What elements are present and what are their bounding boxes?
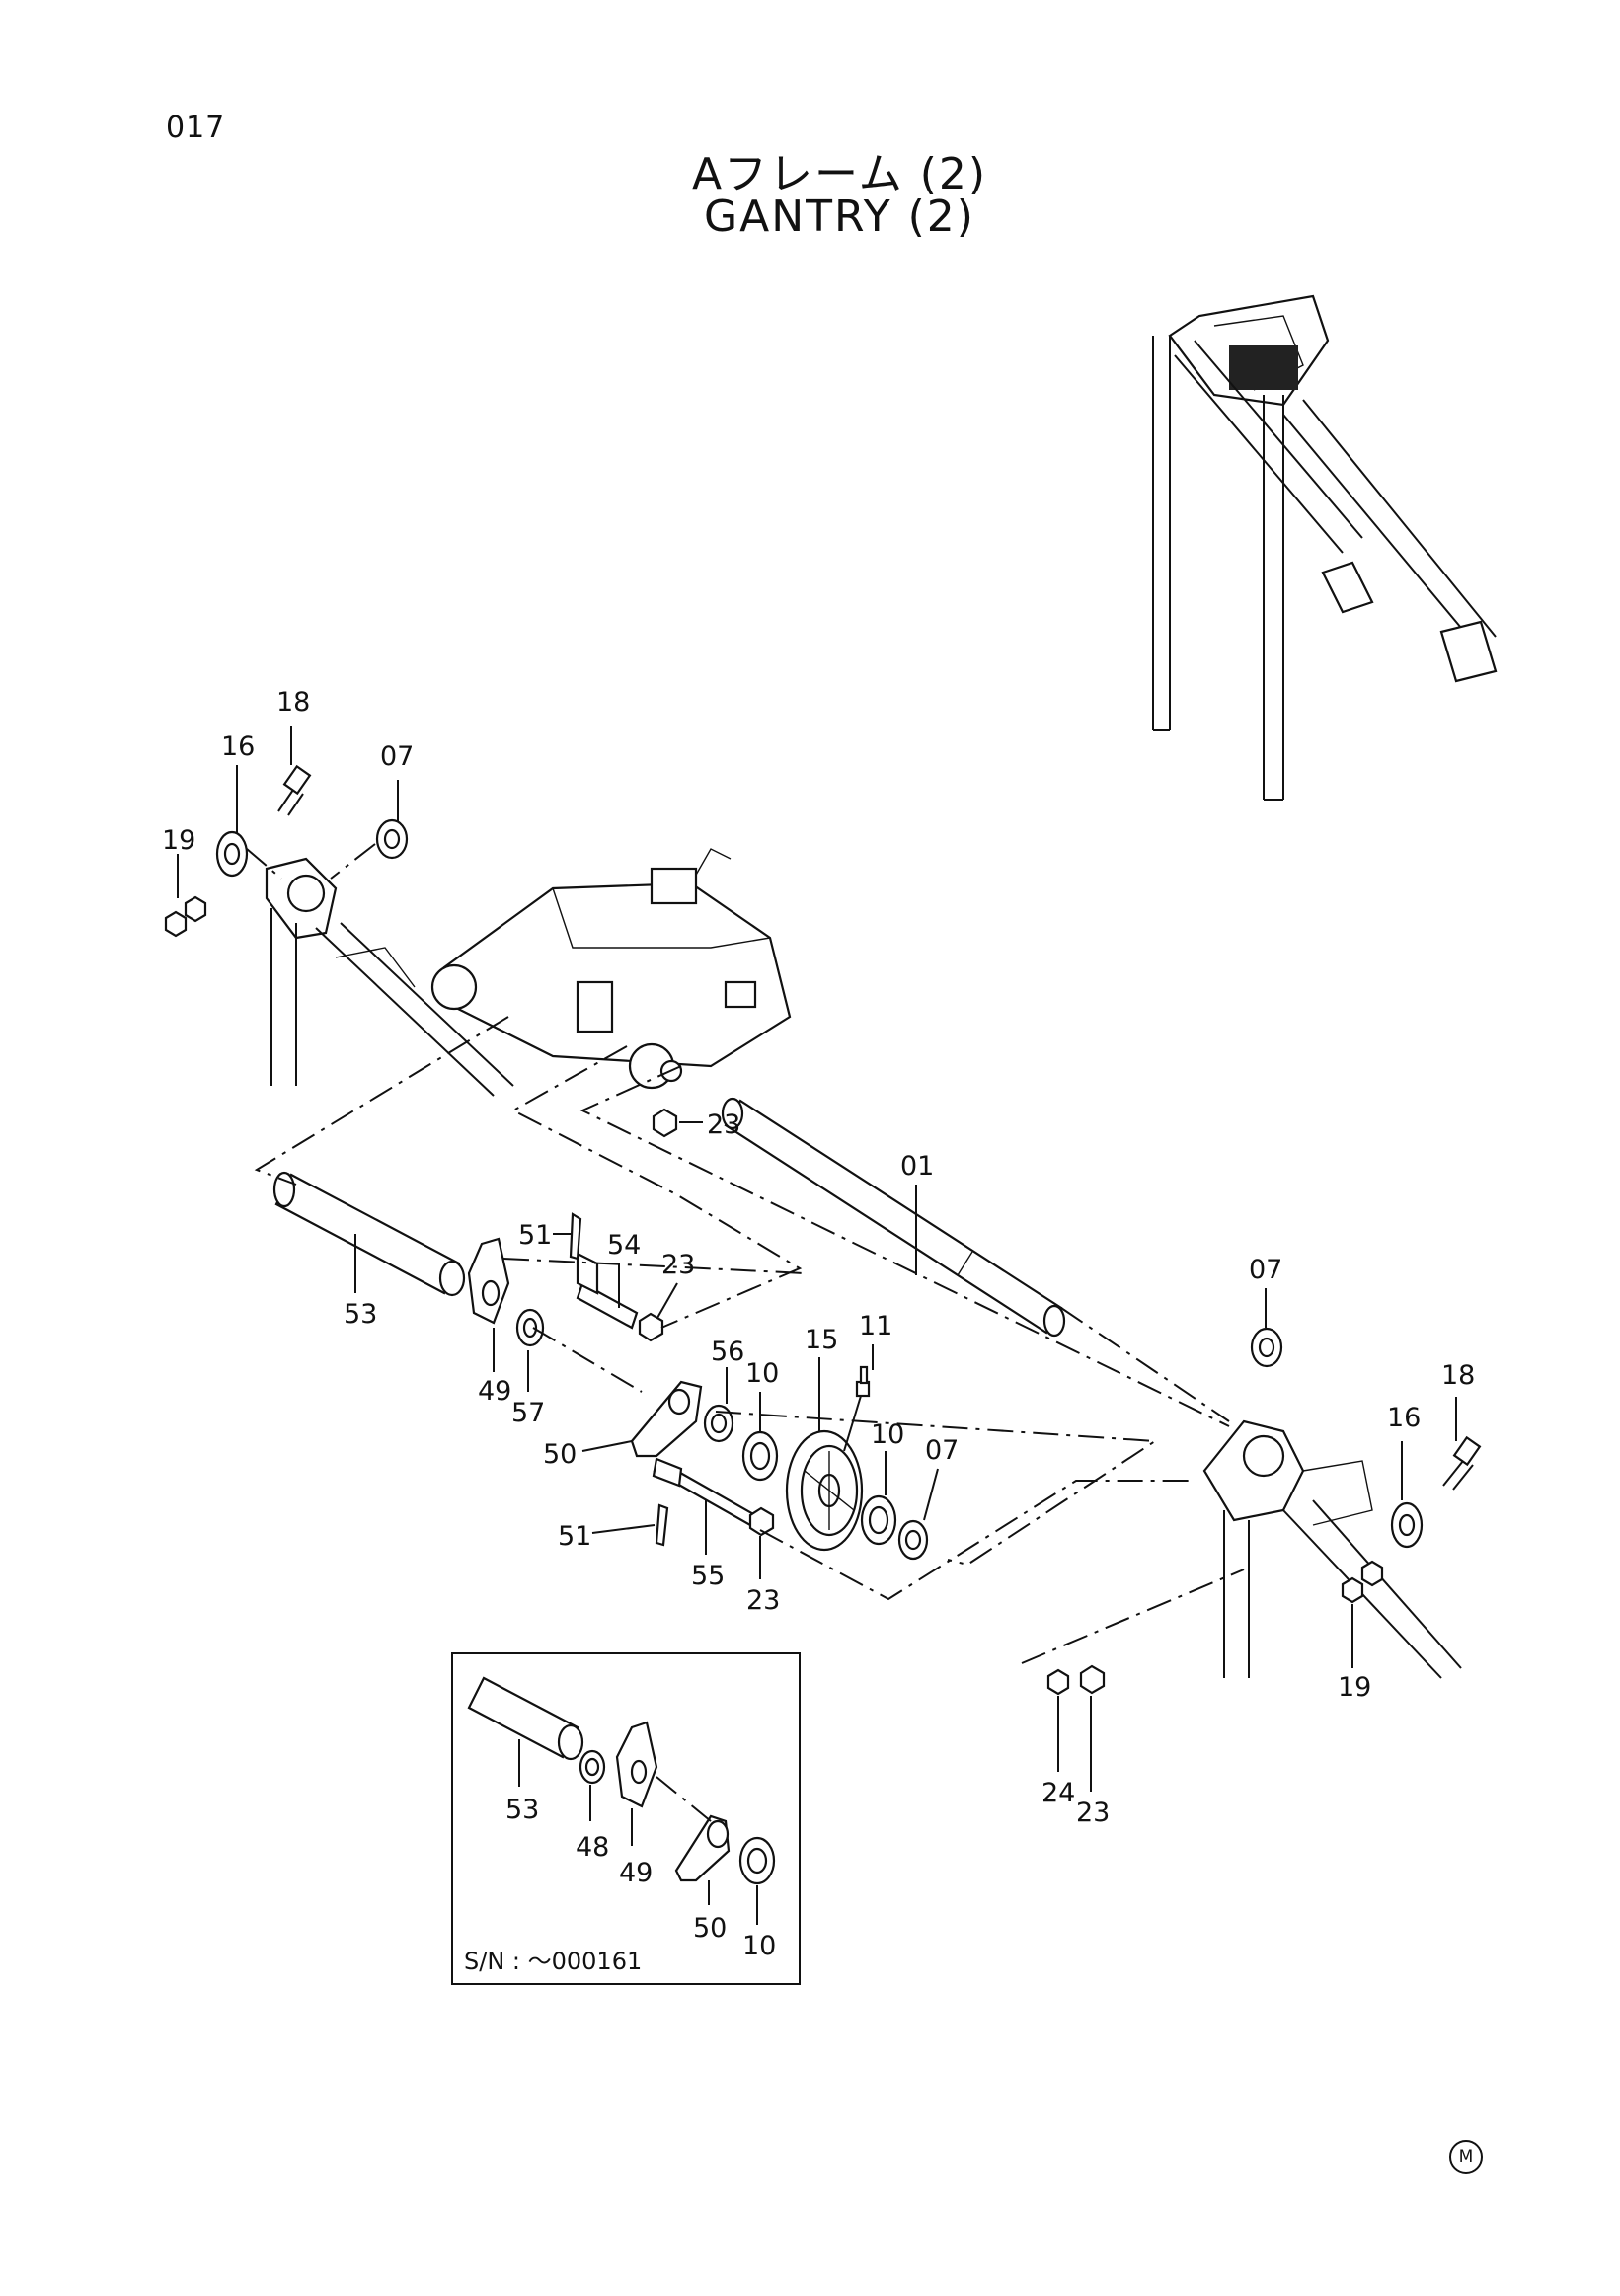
callout-49: 49	[478, 1376, 511, 1407]
callout-19-left: 19	[162, 825, 195, 856]
callout-51-lower: 51	[558, 1521, 591, 1552]
inset-callout-48: 48	[576, 1832, 609, 1863]
sheave-part-15	[785, 1429, 864, 1552]
cotter-pin-part-51-upper	[569, 1212, 582, 1261]
gantry-overview-illustration	[1152, 294, 1498, 801]
inset-callout-53: 53	[505, 1795, 539, 1825]
nut-part-19-left-b	[164, 910, 188, 938]
page-number: 017	[166, 111, 226, 145]
callout-16-left: 16	[221, 731, 255, 762]
nut-part-24	[1046, 1668, 1070, 1696]
inset-callout-50: 50	[693, 1913, 727, 1944]
pin-part-55	[652, 1457, 757, 1527]
cotter-pin-part-51-lower	[655, 1503, 669, 1547]
callout-54: 54	[607, 1230, 641, 1261]
circled-m-mark: M	[1449, 2140, 1483, 2174]
callout-07-right: 07	[1249, 1255, 1282, 1285]
pipe-part-53	[272, 1171, 466, 1297]
left-leg	[265, 857, 514, 1097]
callout-24: 24	[1041, 1778, 1075, 1808]
callout-01: 01	[900, 1151, 934, 1182]
serial-number-label: S/N : ～000161	[464, 1948, 642, 1975]
callout-18-left: 18	[276, 687, 310, 718]
leader-lines	[177, 726, 1457, 1792]
callout-16-right: 16	[1387, 1403, 1421, 1433]
callout-11: 11	[859, 1311, 892, 1341]
serial-number-inset: 53 48 49 50 10 S/N : ～000161	[451, 1652, 801, 1985]
plate-part-50	[630, 1380, 703, 1458]
frame-body	[430, 848, 792, 1090]
nut-part-19-left-a	[184, 895, 207, 923]
callout-15: 15	[805, 1325, 838, 1355]
callout-23-pin55: 23	[746, 1585, 780, 1616]
right-leg	[1202, 1419, 1462, 1679]
callout-23-top: 23	[707, 1110, 740, 1140]
callout-18-right: 18	[1441, 1360, 1475, 1391]
bolt-part-18-left	[277, 764, 312, 816]
title-japanese: Aフレーム (2)	[691, 149, 988, 199]
callout-07-left: 07	[380, 741, 414, 772]
callout-56: 56	[711, 1337, 744, 1367]
callout-51-upper: 51	[518, 1220, 552, 1251]
callout-50: 50	[543, 1439, 577, 1470]
inset-callout-49: 49	[619, 1858, 653, 1888]
shaft-part-01	[721, 1097, 1066, 1338]
bolt-part-18-right	[1442, 1435, 1482, 1491]
nut-part-23-pin55	[748, 1506, 775, 1537]
nut-part-19-right-a	[1360, 1560, 1384, 1587]
callout-23-bottom: 23	[1076, 1798, 1110, 1828]
callout-19-right: 19	[1338, 1672, 1371, 1703]
callout-57: 57	[511, 1398, 545, 1428]
callout-23-pin54: 23	[661, 1250, 695, 1280]
inset-callout-10: 10	[742, 1931, 776, 1961]
callout-53: 53	[344, 1299, 377, 1330]
nut-part-23-pin54	[638, 1312, 664, 1342]
nut-part-19-right-b	[1341, 1576, 1364, 1604]
title-english: GANTRY (2)	[704, 191, 975, 242]
callout-10-right: 10	[871, 1419, 904, 1450]
callout-10-left: 10	[745, 1358, 779, 1389]
grease-fitting-part-11	[843, 1365, 871, 1452]
nut-part-23-bottom	[1079, 1664, 1106, 1695]
part-callouts: 18 16 07 19 23 01 51 54 23 53 49 57 56 1…	[162, 687, 1475, 1828]
nut-part-23-top	[652, 1108, 678, 1138]
callout-07-middle: 07	[925, 1435, 959, 1466]
assembly-lines	[246, 843, 1245, 1664]
callout-55: 55	[691, 1561, 725, 1591]
